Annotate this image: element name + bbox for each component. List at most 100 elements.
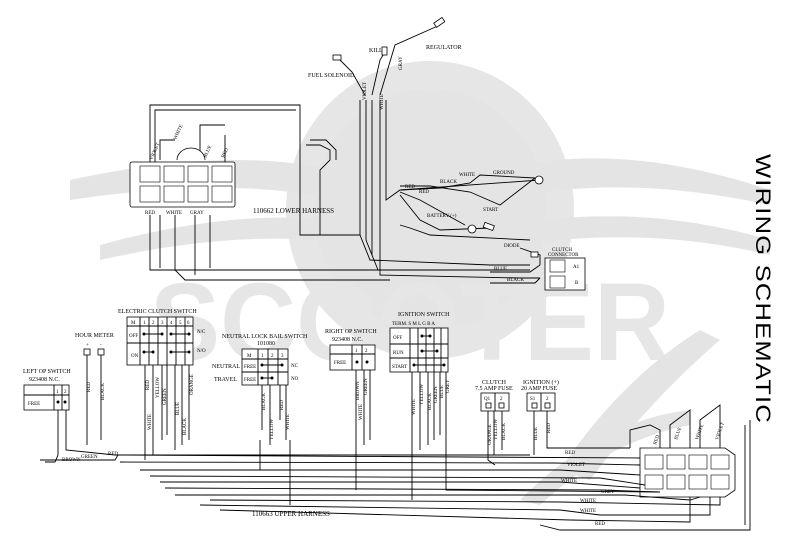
nls-nc-label: NC <box>291 364 299 369</box>
bus-white3-label: WHITE <box>580 509 596 514</box>
ign-wire-label: YELLOW <box>420 384 425 405</box>
hour-meter-title: HOUR METER <box>75 333 114 339</box>
battery-white-label: WHITE <box>459 173 475 178</box>
left-op-switch: LEFT OP SWITCH 923408 N.C. 1 2 FREE <box>23 369 116 463</box>
battery-red-top-label: RED <box>405 185 415 190</box>
clutch-fuse-title: CLUTCH <box>482 380 507 386</box>
ecs-wire-label: RED <box>146 380 151 390</box>
nls-no-label: NO <box>291 377 299 382</box>
right-op-switch-title: RIGHT OP SWITCH <box>325 329 377 335</box>
ecs-no-label: N/O <box>197 349 206 354</box>
side-title-panel: WIRING SCHEMATIC <box>751 154 774 424</box>
ecs-header: 2 <box>152 321 155 326</box>
ignition-fuse-pin1: S1 <box>530 397 536 402</box>
lead-violet-label: VIOLET <box>363 82 368 100</box>
ignition-fuse-title: IGNITION (+) <box>523 379 559 386</box>
clutch-fuse-rating: 7.5 AMP FUSE <box>475 386 513 392</box>
left-op-switch-title: LEFT OP SWITCH <box>23 369 71 375</box>
right-op-switch-pin1: 1 <box>355 349 358 354</box>
right-connector: RED BLUE WHITE VIOLET <box>629 404 736 498</box>
clutch-connector-pin-a: A1 <box>573 265 580 270</box>
ecs-wire-label: ORANGE <box>190 374 195 395</box>
ecs-wire-label: YELLOW <box>156 377 161 398</box>
ignition-fuse-wire-label: RED <box>547 423 552 433</box>
ign-row-label: RUN <box>393 351 404 356</box>
lower-connector-bottom-wire: GRAY <box>190 211 204 216</box>
clutch-connector-title: CLUTCH <box>552 248 572 253</box>
ign-wire-label: BLUE <box>440 385 445 398</box>
nls-neutral-label: NEUTRAL <box>212 364 240 370</box>
right-connector-wire: WHITE <box>695 424 705 441</box>
nls-travel-label: TRAVEL <box>214 377 237 383</box>
nls-header: 1 <box>261 354 264 359</box>
ros-wire-label: GREEN <box>364 378 369 395</box>
hour-meter-minus: - <box>100 343 102 348</box>
ros-wire-label: WHITE <box>359 404 364 420</box>
bus-white-label: WHITE <box>561 479 577 484</box>
ignition-switch: IGNITION SWITCH TERM. S M L G B A OFF RU… <box>389 312 451 455</box>
battery-red-label: RED <box>419 190 429 195</box>
ros-wire-label: BROWN <box>356 381 361 400</box>
ignition-fuse: IGNITION (+) 20 AMP FUSE S1 2 BLUE RED <box>521 379 630 455</box>
right-op-switch: RIGHT OP SWITCH 923408 N.C. 1 2 FREE BRO… <box>325 329 377 455</box>
ecs-header: 5 <box>179 321 182 326</box>
ignition-fuse-pin2: 2 <box>546 397 549 402</box>
ignition-switch-term: TERM. S M L G B A <box>392 322 435 327</box>
hour-meter-red-label: RED <box>87 382 92 392</box>
electric-clutch-switch-title: ELECTRIC CLUTCH SWITCH <box>118 309 197 315</box>
clutch-connector-black-label: BLACK <box>507 278 524 283</box>
lead-white-label: WHITE <box>380 94 385 110</box>
ign-row-label: START <box>392 365 407 370</box>
right-op-switch-free: FREE <box>334 361 346 366</box>
clutch-diode-label: DIODE <box>504 244 520 249</box>
ecs-header: 1 <box>143 321 146 326</box>
left-op-switch-pin1: 1 <box>56 390 59 395</box>
nls-row-label: FREE <box>244 365 256 370</box>
bus-brown-label: BROWN <box>62 458 81 463</box>
bus-violet-label: VIOLET <box>567 463 585 468</box>
lower-connector-bottom-wire: WHITE <box>166 211 182 216</box>
nls-wire-label: YELLOW <box>270 419 275 440</box>
ign-wire-label: WHITE <box>412 399 417 415</box>
lead-gray-label: GRAY <box>399 56 404 70</box>
ecs-header: 3 <box>161 321 164 326</box>
lower-connector-bottom-wire: RED <box>145 211 155 216</box>
battery-terminals: BLACK GROUND WHITE RED RED BATTERY (+) S… <box>405 171 544 234</box>
ignition-fuse-rating: 20 AMP FUSE <box>521 386 557 392</box>
bus-red3-label: RED <box>595 522 605 527</box>
clutch-fuse-pin2: 2 <box>500 397 503 402</box>
lead-kill-label: KILL <box>369 48 383 54</box>
neutral-lock-part: 101080 <box>257 341 275 347</box>
lower-harness-label: 110662 LOWER HARNESS <box>253 207 334 215</box>
battery-ground-label: GROUND <box>493 171 515 176</box>
nls-header: 2 <box>271 354 274 359</box>
bus-green-label: GREEN <box>81 455 98 460</box>
right-op-switch-part: 923408 N.C. <box>332 337 363 343</box>
right-connector-wire: RED <box>653 434 661 445</box>
clutch-connector: DIODE CLUTCH CONNECTOR A1 B BLUE BLACK <box>490 244 586 291</box>
right-op-switch-pin2: 2 <box>365 349 368 354</box>
bus-grey-label: GREY <box>601 490 615 495</box>
nls-wire-label: BLACK <box>262 393 267 410</box>
clutch-connector-subtitle: CONNECTOR <box>548 253 579 258</box>
nls-row-label: FREE <box>244 378 256 383</box>
top-leads: KILL REGULATOR FUEL SOLENOID VIOLET WHIT… <box>308 16 462 110</box>
nls-header: M <box>247 354 252 359</box>
left-op-switch-free: FREE <box>28 402 40 407</box>
left-op-switch-part: 923408 N.C. <box>29 377 60 383</box>
clutch-fuse-wire-label: BLACK <box>502 423 507 440</box>
bus-red-label: RED <box>108 452 118 457</box>
right-connector-wire: BLUE <box>674 427 683 441</box>
battery-start-label: START <box>483 208 498 213</box>
hour-meter-plus: + <box>86 343 89 348</box>
ign-row-label: OFF <box>393 336 402 341</box>
ign-wire-label: BLACK <box>428 393 433 410</box>
ecs-header: 6 <box>187 321 190 326</box>
ignition-switch-title: IGNITION SWITCH <box>398 312 450 318</box>
ecs-header: M <box>131 321 136 326</box>
battery-black-label: BLACK <box>440 180 457 185</box>
hour-meter: HOUR METER + - RED BLACK <box>75 333 114 445</box>
bus-red2-label: RED <box>565 451 575 456</box>
upper-harness-label: 110663 UPPER HARNESS <box>252 510 330 518</box>
ecs-nc-label: N/C <box>197 330 206 335</box>
